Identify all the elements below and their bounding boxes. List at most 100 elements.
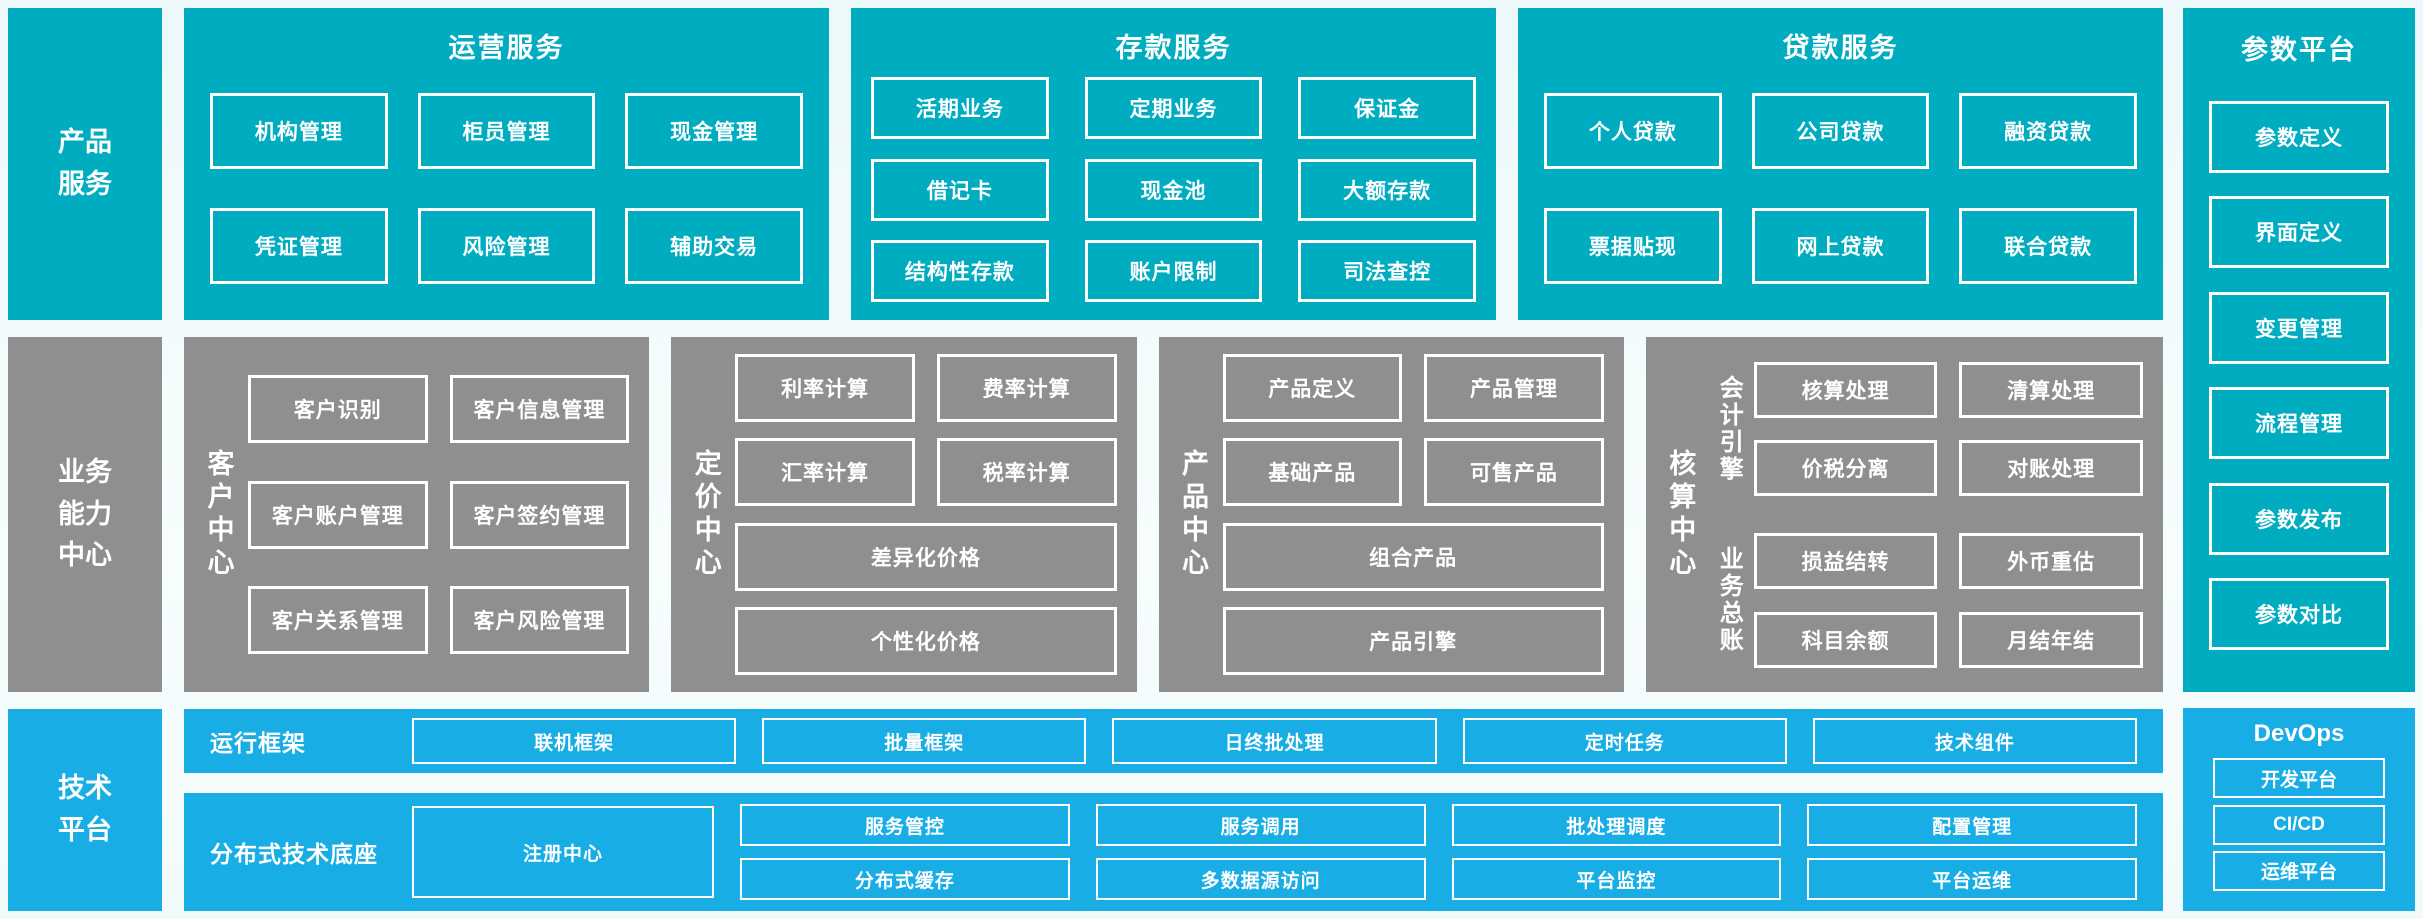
tech-box: 定时任务 [1462,718,1787,764]
tech-bars: 运行框架 联机框架 批量框架 日终批处理 定时任务 技术组件 分布式技术底座 注… [184,709,2163,911]
product-grid: 产品定义 产品管理 基础产品 可售产品 组合产品 产品引擎 [1222,353,1604,676]
business-capability-band: 业务 能力 中心 客户中心 客户识别 客户信息管理 客户账户管理 客户签约管理 … [8,337,2163,692]
bar-label: 运行框架 [210,730,306,756]
capability-box: 对账处理 [1959,440,2143,496]
tech-box: 批处理调度 [1451,804,1782,846]
tech-box: 技术组件 [1812,718,2138,764]
capability-box-wide: 个性化价格 [735,607,1117,676]
tech-box: 日终批处理 [1112,718,1437,764]
parameter-box: 参数发布 [2209,482,2389,555]
capability-box: 外币重估 [1959,533,2143,589]
service-box: 票据贴现 [1544,208,1722,285]
operations-grid: 机构管理 柜员管理 现金管理 凭证管理 风险管理 辅助交易 [184,71,829,320]
section-deposit-services: 存款服务 活期业务 定期业务 保证金 借记卡 现金池 大额存款 结构性存款 账户… [851,8,1496,320]
deposit-grid: 活期业务 定期业务 保证金 借记卡 现金池 大额存款 结构性存款 账户限制 司法… [851,71,1496,320]
main-column: 产品 服务 运营服务 机构管理 柜员管理 现金管理 凭证管理 风险管理 辅助交易… [8,8,2163,911]
section-title: 贷款服务 [1782,33,1899,63]
sidebar-line: 服务 [58,169,112,199]
section-title: 存款服务 [1115,33,1232,63]
center-customer: 客户中心 客户识别 客户信息管理 客户账户管理 客户签约管理 客户关系管理 客户… [184,337,650,692]
service-box: 现金池 [1084,158,1263,221]
parameter-list: 参数定义 界面定义 变更管理 流程管理 参数发布 参数对比 [2209,77,2389,674]
customer-grid: 客户识别 客户信息管理 客户账户管理 客户签约管理 客户关系管理 客户风险管理 [248,353,630,676]
capability-box: 税率计算 [936,438,1117,507]
tech-column: 服务调用 多数据源访问 [1095,804,1426,900]
capability-box: 客户识别 [248,374,428,443]
sidebar-line: 产品 [58,127,112,158]
tech-box: 多数据源访问 [1095,858,1426,900]
service-box: 柜员管理 [417,92,596,169]
section-loan-services: 贷款服务 个人贷款 公司贷款 融资贷款 票据贴现 网上贷款 联合贷款 [1518,8,2163,320]
capability-box-wide: 差异化价格 [735,522,1117,591]
distributed-base-bar: 分布式技术底座 注册中心 服务管控 分布式缓存 服务调用 多数据源访问 批处理调… [184,793,2163,911]
parameter-box: 参数对比 [2209,578,2389,651]
tech-box: 批量框架 [762,718,1087,764]
capability-box: 客户信息管理 [449,374,630,443]
service-box: 借记卡 [871,158,1049,221]
service-box: 凭证管理 [210,208,388,285]
capability-box-wide: 产品引擎 [1222,607,1604,676]
service-box: 账户限制 [1084,240,1263,303]
sidebar-line: 能力 [58,498,112,529]
center-accounting: 核算中心 会计引擎 核算处理 清算处理 价税分离 对账处理 业务总账 [1645,337,2163,692]
center-label: 产品中心 [1178,448,1208,581]
tech-box: 平台监控 [1451,858,1782,900]
capability-box: 可售产品 [1424,438,1604,507]
runtime-framework-bar: 运行框架 联机框架 批量框架 日终批处理 定时任务 技术组件 [184,709,2163,773]
group-label: 会计引擎 [1715,374,1743,483]
service-box: 公司贷款 [1751,92,1930,169]
group-label: 业务总账 [1715,546,1743,655]
service-box: 司法查控 [1298,240,1476,303]
service-box: 定期业务 [1084,76,1263,139]
service-box: 大额存款 [1298,158,1476,221]
product-services-band: 产品 服务 运营服务 机构管理 柜员管理 现金管理 凭证管理 风险管理 辅助交易… [8,8,2163,320]
pricing-grid: 利率计算 费率计算 汇率计算 税率计算 差异化价格 个性化价格 [735,353,1117,676]
capability-box: 月结年结 [1959,611,2143,668]
capability-box: 基础产品 [1222,438,1403,507]
tech-box: 配置管理 [1807,804,2137,846]
devops-list: 开发平台 CI/CD 运维平台 [2213,752,2385,897]
capability-box-wide: 组合产品 [1222,522,1604,591]
service-box: 保证金 [1298,76,1476,139]
parameter-box: 变更管理 [2209,291,2389,364]
center-product: 产品中心 产品定义 产品管理 基础产品 可售产品 组合产品 产品引擎 [1158,337,1624,692]
parameter-box: 参数定义 [2209,100,2389,173]
tech-column: 配置管理 平台运维 [1807,804,2137,900]
section-title: 运营服务 [448,33,565,63]
tech-box: 联机框架 [412,718,737,764]
tech-box: 服务管控 [740,804,1070,846]
tech-platform-band: 技术 平台 运行框架 联机框架 批量框架 日终批处理 定时任务 技术组件 分布式… [8,709,2163,911]
capability-box: 产品管理 [1424,353,1604,422]
capability-box: 损益结转 [1753,533,1938,589]
sidebar-product-services: 产品 服务 [8,8,162,320]
service-box: 辅助交易 [625,208,803,285]
tech-box: 平台运维 [1807,858,2137,900]
sidebar-line: 平台 [58,815,112,845]
capability-box: 客户关系管理 [248,586,428,655]
capability-box: 客户风险管理 [449,586,630,655]
section-title: DevOps [2253,720,2345,747]
sidebar-line: 中心 [58,540,112,571]
capability-box: 费率计算 [936,353,1117,422]
capability-box: 清算处理 [1959,361,2143,418]
bar-label: 分布式技术底座 [210,841,378,867]
sidebar-tech-platform: 技术 平台 [8,709,162,911]
service-box: 现金管理 [625,92,803,169]
parameter-box: 流程管理 [2209,387,2389,460]
section-operations-services: 运营服务 机构管理 柜员管理 现金管理 凭证管理 风险管理 辅助交易 [184,8,829,320]
loan-grid: 个人贷款 公司贷款 融资贷款 票据贴现 网上贷款 联合贷款 [1518,71,2163,320]
right-column: 参数平台 参数定义 界面定义 变更管理 流程管理 参数发布 参数对比 DevOp… [2183,8,2415,911]
tech-box: 分布式缓存 [740,858,1070,900]
parameter-box: 界面定义 [2209,196,2389,269]
section-title: 参数平台 [2241,35,2357,65]
center-label: 核算中心 [1665,448,1696,581]
capability-box: 客户账户管理 [248,480,428,549]
devops-box: 开发平台 [2213,758,2385,799]
center-label: 客户中心 [203,448,234,581]
accounting-engine-group: 会计引擎 核算处理 清算处理 价税分离 对账处理 [1710,353,2143,505]
service-box: 联合贷款 [1959,208,2137,285]
tech-column: 批处理调度 平台监控 [1451,804,1782,900]
capability-box: 科目余额 [1753,611,1938,668]
accounting-groups: 会计引擎 核算处理 清算处理 价税分离 对账处理 业务总账 损益结转 外币重估 [1710,353,2143,676]
